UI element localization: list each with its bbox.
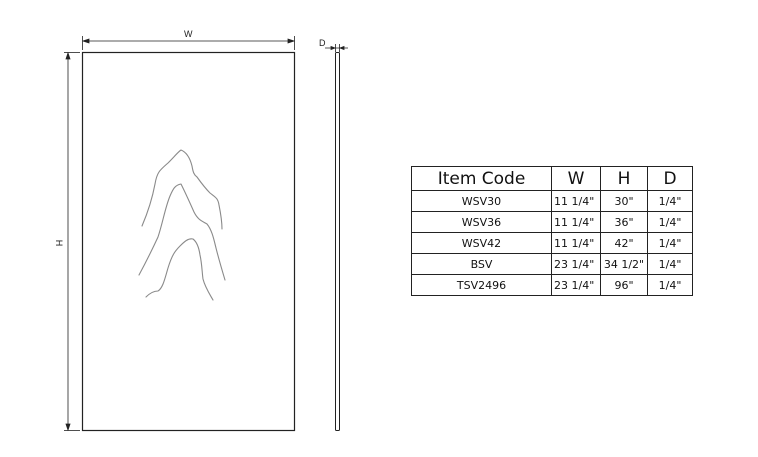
table-row: TSV2496 23 1/4" 96" 1/4" <box>411 274 693 296</box>
cell-item-code: TSV2496 <box>411 274 552 296</box>
depth-label: D <box>319 38 326 48</box>
front-view-panel <box>81 51 296 432</box>
cell-item-code: WSV30 <box>411 190 552 212</box>
cell-d: 1/4" <box>647 274 693 296</box>
cell-h: 34 1/2" <box>600 253 648 275</box>
side-view-panel <box>335 52 340 431</box>
height-label: H <box>54 239 65 247</box>
cell-w: 23 1/4" <box>551 274 601 296</box>
table-row: WSV30 11 1/4" 30" 1/4" <box>411 190 693 212</box>
table-header-row: Item Code W H D <box>411 166 693 191</box>
table-row: WSV42 11 1/4" 42" 1/4" <box>411 232 693 254</box>
table-row: BSV 23 1/4" 34 1/2" 1/4" <box>411 253 693 275</box>
wood-grain-sketch <box>138 149 226 301</box>
table-row: WSV36 11 1/4" 36" 1/4" <box>411 211 693 233</box>
cell-w: 11 1/4" <box>551 211 601 233</box>
cell-d: 1/4" <box>647 253 693 275</box>
header-w: W <box>551 166 601 191</box>
cell-d: 1/4" <box>647 211 693 233</box>
width-dimension <box>81 36 296 50</box>
cell-d: 1/4" <box>647 232 693 254</box>
cell-h: 36" <box>600 211 648 233</box>
height-dimension <box>64 51 80 432</box>
cell-item-code: BSV <box>411 253 552 275</box>
cell-w: 23 1/4" <box>551 253 601 275</box>
cell-h: 30" <box>600 190 648 212</box>
width-label: W <box>184 29 193 39</box>
header-h: H <box>600 166 648 191</box>
spec-table: Item Code W H D WSV30 11 1/4" 30" 1/4" W… <box>411 166 693 296</box>
cell-h: 42" <box>600 232 648 254</box>
cell-h: 96" <box>600 274 648 296</box>
cell-item-code: WSV36 <box>411 211 552 233</box>
header-d: D <box>647 166 693 191</box>
cell-d: 1/4" <box>647 190 693 212</box>
cell-item-code: WSV42 <box>411 232 552 254</box>
header-item-code: Item Code <box>411 166 552 191</box>
cell-w: 11 1/4" <box>551 190 601 212</box>
depth-dimension <box>325 44 348 52</box>
cell-w: 11 1/4" <box>551 232 601 254</box>
